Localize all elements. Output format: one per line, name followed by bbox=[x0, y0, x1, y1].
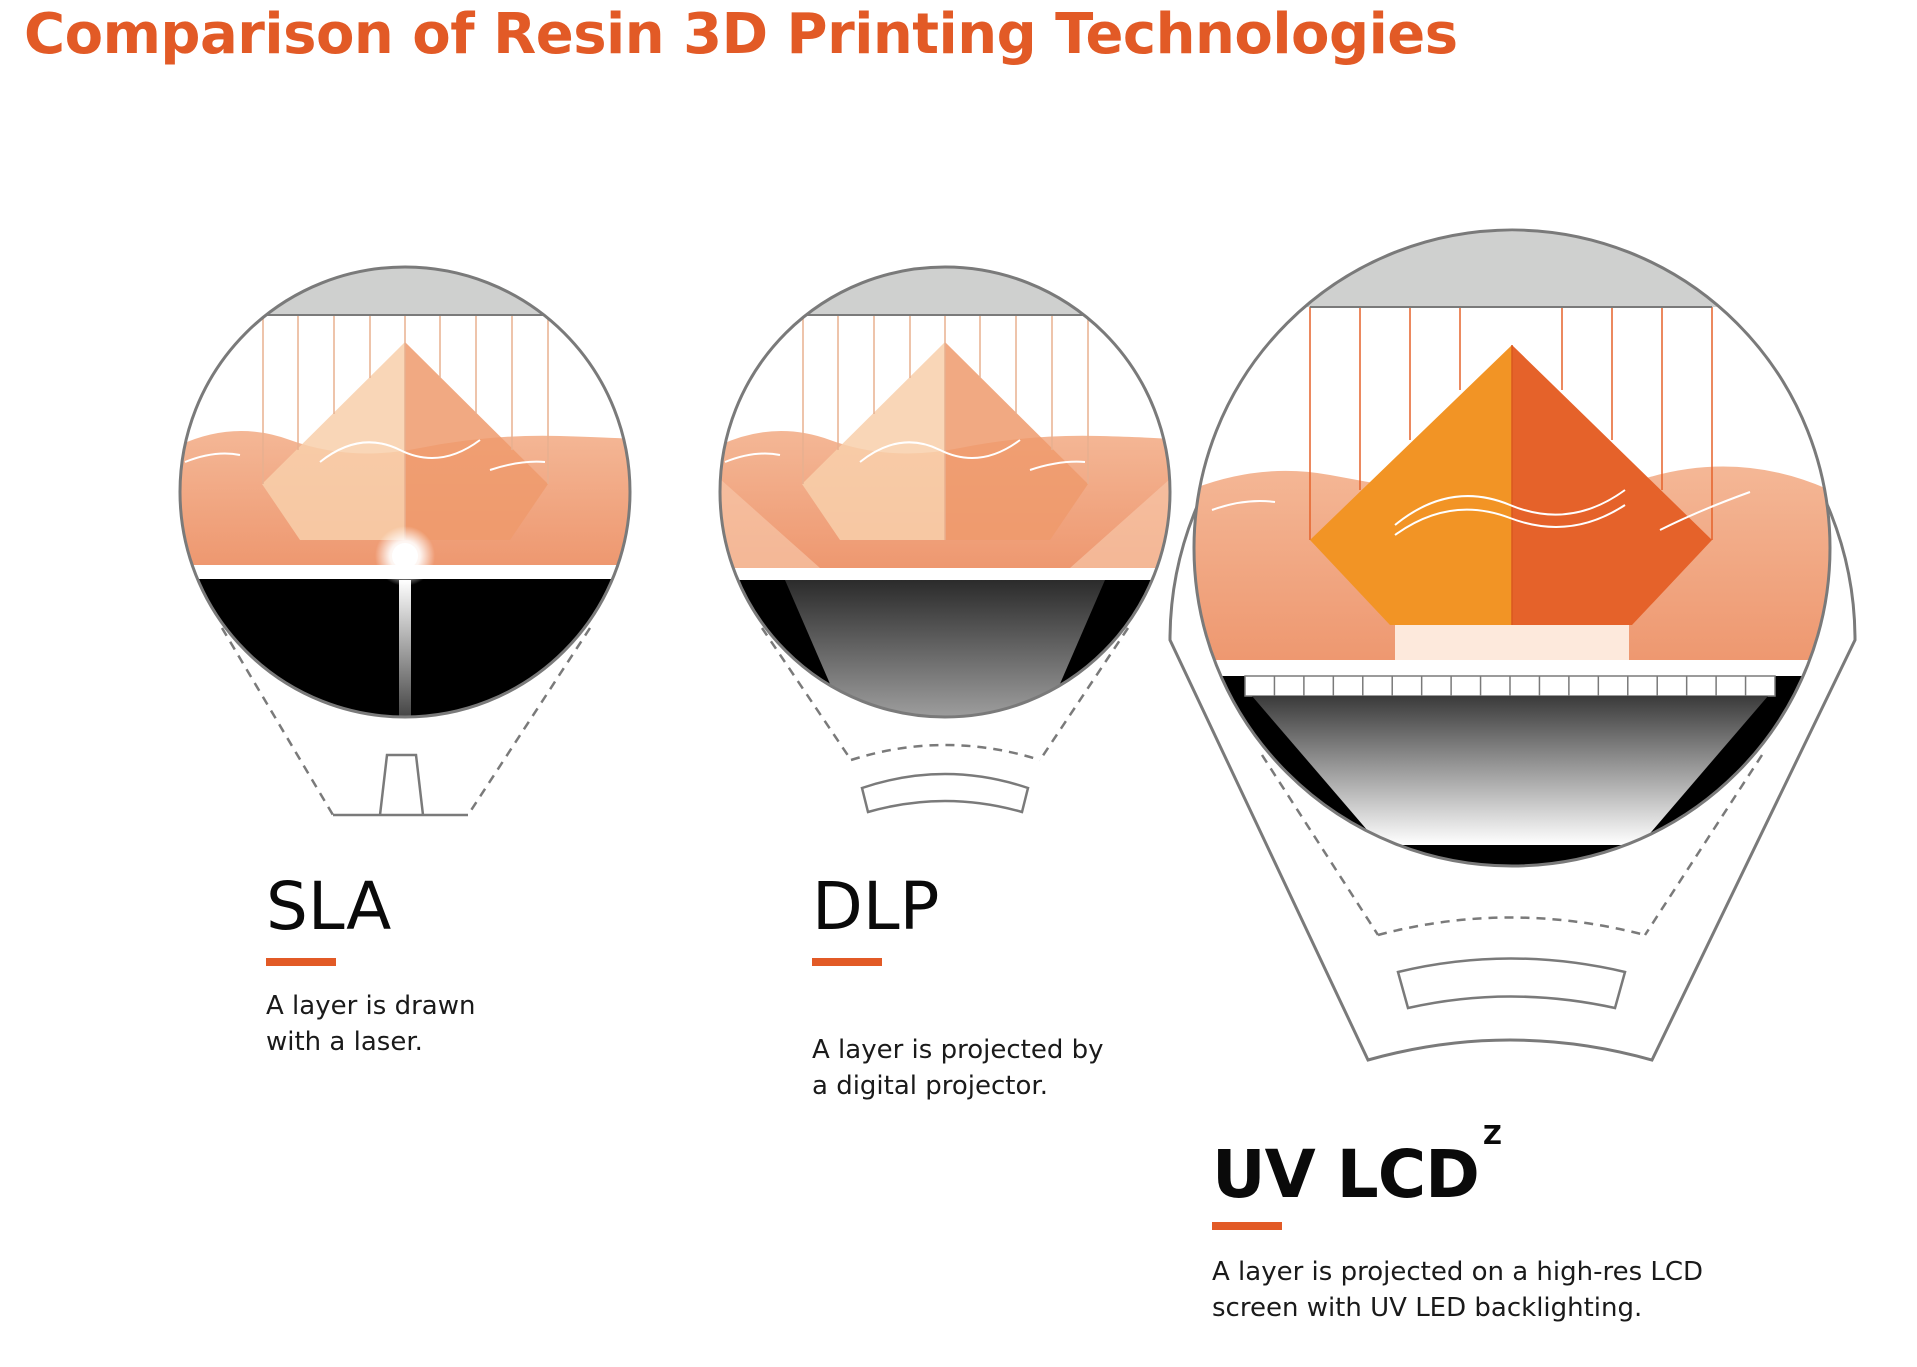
lcd-funnel-dashed bbox=[1260, 754, 1764, 936]
sla-base bbox=[333, 753, 468, 817]
lcd-part-side bbox=[1512, 345, 1712, 625]
dlp-projector-lens bbox=[860, 772, 1030, 814]
dlp-funnel-dashed bbox=[760, 627, 1130, 761]
sla-funnel-dashed bbox=[220, 627, 592, 816]
tech-sla-rule bbox=[266, 958, 336, 966]
lcd-funnel-arc bbox=[1377, 916, 1646, 937]
dlp-magnifier-circle bbox=[718, 265, 1172, 719]
tech-uv-lcd-description: A layer is projected on a high-res LCD s… bbox=[1212, 1257, 1704, 1323]
lcd-led-array bbox=[1396, 957, 1627, 1010]
sla-magnifier-circle bbox=[178, 265, 632, 719]
dlp-illustration bbox=[718, 265, 1172, 814]
lcd-illustration bbox=[1168, 228, 1857, 1062]
sla-part-side bbox=[405, 342, 548, 540]
tech-dlp: DLP A layer is projected by a digital pr… bbox=[812, 874, 1372, 1104]
tech-dlp-title: DLP bbox=[812, 868, 940, 945]
sla-laser-beam bbox=[399, 580, 411, 717]
tech-dlp-rule bbox=[812, 958, 882, 966]
tech-sla: SLA A layer is drawn with a laser. bbox=[266, 874, 826, 1060]
dlp-funnel-arc bbox=[850, 743, 1041, 762]
dlp-part-side bbox=[945, 342, 1088, 540]
dlp-projection-beam bbox=[785, 580, 1105, 717]
dlp-tank-bottom bbox=[720, 568, 1170, 580]
tech-sla-title: SLA bbox=[266, 868, 392, 945]
lcd-curing-glow bbox=[1395, 625, 1629, 660]
sla-build-platform bbox=[180, 267, 630, 315]
page-title: Comparison of Resin 3D Printing Technolo… bbox=[24, 2, 1458, 67]
tech-uv-lcd-rule bbox=[1212, 1222, 1282, 1230]
dlp-build-platform bbox=[720, 267, 1170, 315]
sla-part-front bbox=[262, 342, 405, 540]
tech-uv-lcd-superscript: Z bbox=[1482, 1121, 1502, 1151]
tech-dlp-description: A layer is projected by a digital projec… bbox=[812, 1035, 1104, 1101]
sla-illustration bbox=[178, 265, 632, 817]
tech-sla-description: A layer is drawn with a laser. bbox=[266, 991, 476, 1057]
lcd-part-front bbox=[1310, 345, 1512, 625]
dlp-part-front bbox=[802, 342, 945, 540]
lcd-backlight-beam bbox=[1252, 696, 1768, 845]
lcd-magnifier-circle bbox=[1192, 228, 1832, 868]
lcd-build-platform bbox=[1194, 232, 1830, 307]
